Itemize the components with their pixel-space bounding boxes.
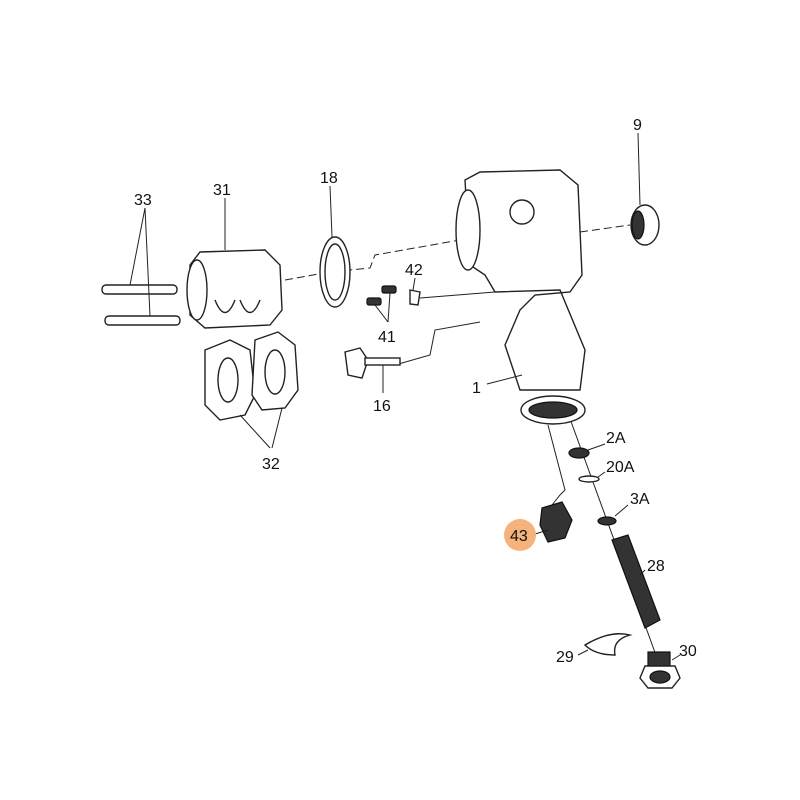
label-32[interactable]: 32: [262, 456, 280, 473]
axis-line-16: [394, 321, 481, 366]
label-31[interactable]: 31: [213, 182, 231, 199]
part-2A-bushing[interactable]: [568, 447, 590, 459]
label-43[interactable]: 43: [510, 528, 528, 545]
label-30[interactable]: 30: [679, 643, 697, 660]
part-1-housing[interactable]: [455, 169, 586, 425]
part-3A-valve[interactable]: [597, 516, 617, 526]
part-32-hammers[interactable]: [204, 331, 299, 421]
label-16[interactable]: 16: [373, 398, 391, 415]
part-43-filter-screen[interactable]: [539, 501, 573, 543]
label-42[interactable]: 42: [405, 262, 423, 279]
label-2A[interactable]: 2A: [606, 430, 626, 447]
part-41-screws[interactable]: [366, 285, 397, 306]
label-20A[interactable]: 20A: [606, 459, 635, 476]
label-28[interactable]: 28: [647, 558, 665, 575]
part-9-bearing[interactable]: [630, 204, 660, 246]
part-33-pins[interactable]: [101, 284, 181, 326]
label-41[interactable]: 41: [378, 329, 396, 346]
label-1[interactable]: 1: [472, 380, 481, 397]
axis-line-42: [419, 291, 496, 299]
axis-line-43: [547, 424, 566, 506]
label-9[interactable]: 9: [633, 117, 642, 134]
part-31-hammer-cage[interactable]: [186, 249, 283, 329]
part-28-spring[interactable]: [611, 534, 661, 629]
label-33[interactable]: 33: [134, 192, 152, 209]
part-29-filter[interactable]: [583, 633, 633, 656]
part-30-inlet[interactable]: [639, 651, 681, 689]
label-29[interactable]: 29: [556, 649, 574, 666]
part-42-pin[interactable]: [409, 289, 421, 306]
label-3A[interactable]: 3A: [630, 491, 650, 508]
axis-line-front: [284, 239, 461, 281]
part-16-reverse-valve[interactable]: [344, 347, 401, 379]
label-18[interactable]: 18: [320, 170, 338, 187]
axis-line-rear: [579, 224, 631, 233]
part-20A-oring[interactable]: [578, 475, 600, 483]
highlight-marker-43: [504, 519, 536, 551]
